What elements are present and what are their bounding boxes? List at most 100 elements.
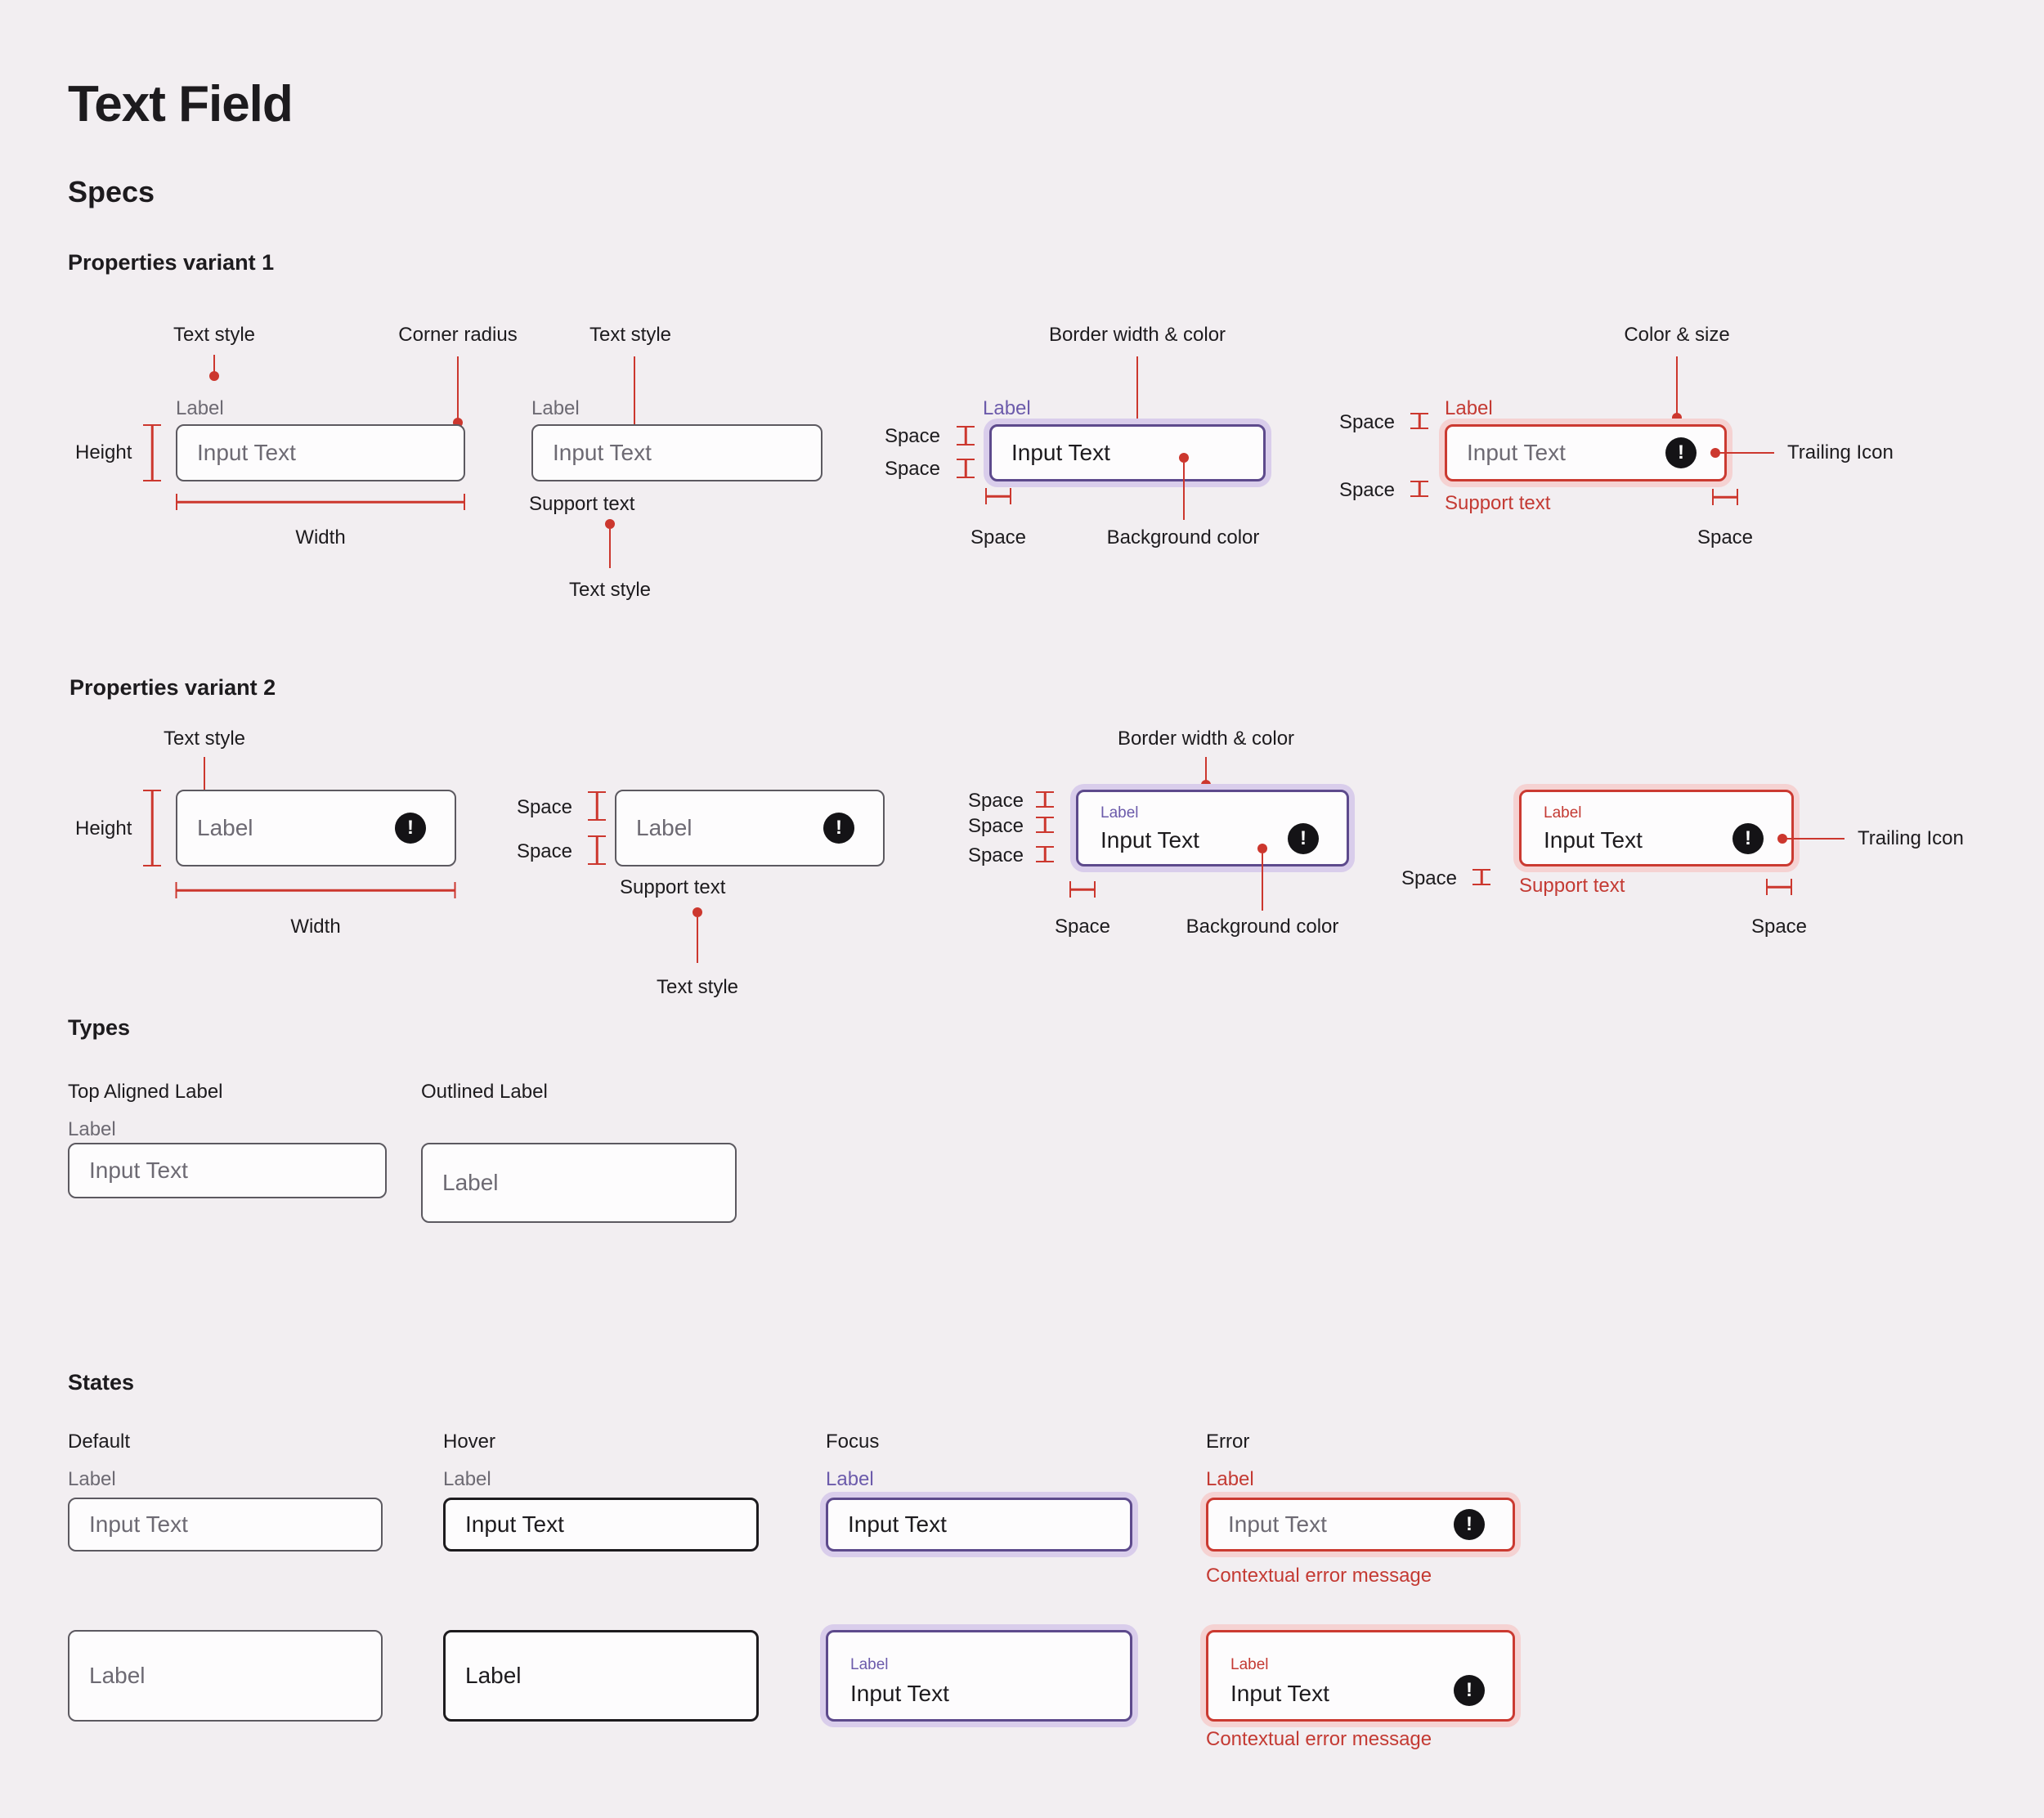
field-label-focus: Label	[983, 397, 1031, 419]
annotation-space: Space	[516, 796, 572, 818]
field-label-error: Label	[1445, 397, 1493, 419]
inner-label-error: Label	[1230, 1656, 1269, 1673]
annotation-height: Height	[75, 817, 132, 840]
annotation-space: Space	[516, 840, 572, 862]
leader-line	[1183, 463, 1185, 520]
space-measure-h	[1712, 489, 1738, 505]
error-icon: !	[1454, 1675, 1485, 1706]
textfield-v1-error[interactable]: Input Text	[1445, 424, 1727, 481]
leader-dot	[1257, 844, 1267, 853]
annotation-text-style: Text style	[568, 579, 652, 601]
space-measure-h	[1069, 881, 1096, 898]
error-icon: !	[1288, 823, 1319, 854]
textfield-v1-default[interactable]: Input Text	[176, 424, 465, 481]
leader-dot	[1201, 780, 1211, 790]
type-outlined-label: Outlined Label	[421, 1081, 548, 1103]
textfield-v1-focus[interactable]: Input Text	[989, 424, 1266, 481]
annotation-color-size: Color & size	[1624, 324, 1730, 346]
textfield-type-top-aligned[interactable]: Input Text	[68, 1143, 387, 1198]
placeholder-text: Input Text	[553, 440, 652, 465]
section-variant2: Properties variant 2	[69, 675, 276, 700]
field-label: Label	[68, 1468, 116, 1490]
leader-line	[213, 355, 215, 374]
annotation-background-color: Background color	[1186, 916, 1339, 938]
leader-line	[457, 356, 459, 420]
placeholder-text: Input Text	[89, 1511, 188, 1537]
annotation-border-width-color: Border width & color	[1117, 728, 1295, 750]
placeholder-label: Label	[636, 815, 693, 840]
input-text: Input Text	[1544, 827, 1643, 853]
input-text: Input Text	[1011, 440, 1110, 465]
annotation-space: Space	[884, 458, 940, 480]
leader-line	[1205, 757, 1207, 781]
annotation-height: Height	[75, 441, 132, 463]
textfield-state-focus[interactable]: Input Text	[826, 1498, 1132, 1552]
textfield-state-hover-outlined[interactable]: Label	[443, 1630, 759, 1722]
placeholder-label: Label	[197, 815, 253, 840]
leader-dot	[1179, 453, 1189, 463]
width-measure	[176, 494, 465, 510]
annotation-space: Space	[967, 815, 1024, 837]
annotation-space: Space	[884, 425, 940, 447]
space-measure	[1472, 869, 1490, 885]
space-measure	[1036, 846, 1054, 862]
section-specs: Specs	[68, 175, 155, 208]
state-title-default: Default	[68, 1431, 131, 1453]
leader-dot	[1672, 413, 1682, 423]
space-measure	[1036, 817, 1054, 833]
space-measure-h	[985, 488, 1011, 504]
type-top-aligned-label: Top Aligned Label	[68, 1081, 223, 1103]
height-measure	[143, 424, 161, 481]
input-text: Input Text	[850, 1681, 949, 1706]
space-measure	[588, 791, 606, 821]
input-text: Input Text	[1230, 1681, 1329, 1706]
textfield-state-hover[interactable]: Input Text	[443, 1498, 759, 1552]
placeholder-label: Label	[442, 1170, 499, 1195]
space-measure	[1410, 481, 1428, 497]
placeholder-text: Input Text	[1228, 1511, 1327, 1537]
leader-line	[634, 356, 635, 440]
annotation-space: Space	[1750, 916, 1808, 938]
space-measure	[957, 459, 975, 478]
space-measure	[1036, 791, 1054, 808]
annotation-text-style: Text style	[163, 728, 246, 750]
leader-line	[1676, 356, 1678, 414]
leader-line	[1136, 356, 1138, 420]
annotation-space: Space	[970, 526, 1027, 549]
leader-line	[1782, 838, 1845, 840]
annotation-width: Width	[295, 526, 346, 549]
error-icon: !	[1454, 1509, 1485, 1540]
leader-line	[1715, 452, 1774, 454]
leader-line	[204, 757, 205, 813]
annotation-text-style: Text style	[656, 976, 739, 998]
page-title: Text Field	[68, 76, 294, 132]
inner-label-focus: Label	[850, 1656, 889, 1673]
textfield-state-default[interactable]: Input Text	[68, 1498, 383, 1552]
textfield-state-focus-outlined[interactable]	[826, 1630, 1132, 1722]
textfield-state-error[interactable]: Input Text	[1206, 1498, 1515, 1552]
section-states: States	[68, 1370, 135, 1395]
annotation-space: Space	[967, 844, 1024, 866]
textfield-type-outlined[interactable]: Label	[421, 1143, 737, 1223]
placeholder-text: Input Text	[197, 440, 296, 465]
annotation-space: Space	[1401, 867, 1457, 889]
error-message: Contextual error message	[1206, 1728, 1432, 1750]
error-icon: !	[1732, 823, 1764, 854]
annotation-background-color: Background color	[1106, 526, 1260, 549]
support-text-error: Support text	[1445, 492, 1551, 514]
annotation-corner-radius: Corner radius	[398, 324, 518, 346]
input-label: Label	[465, 1663, 522, 1688]
leader-dot	[693, 907, 702, 917]
textfield-v1-support[interactable]: Input Text	[531, 424, 823, 481]
leader-line	[697, 917, 698, 963]
textfield-state-default-outlined[interactable]: Label	[68, 1630, 383, 1722]
field-label-error: Label	[1206, 1468, 1254, 1490]
error-icon: !	[1665, 437, 1697, 468]
leader-dot	[605, 519, 615, 529]
error-icon: !	[823, 813, 854, 844]
input-text: Input Text	[1100, 827, 1199, 853]
annotation-space: Space	[1054, 916, 1111, 938]
field-label: Label	[531, 397, 580, 419]
annotation-space: Space	[1338, 411, 1395, 433]
